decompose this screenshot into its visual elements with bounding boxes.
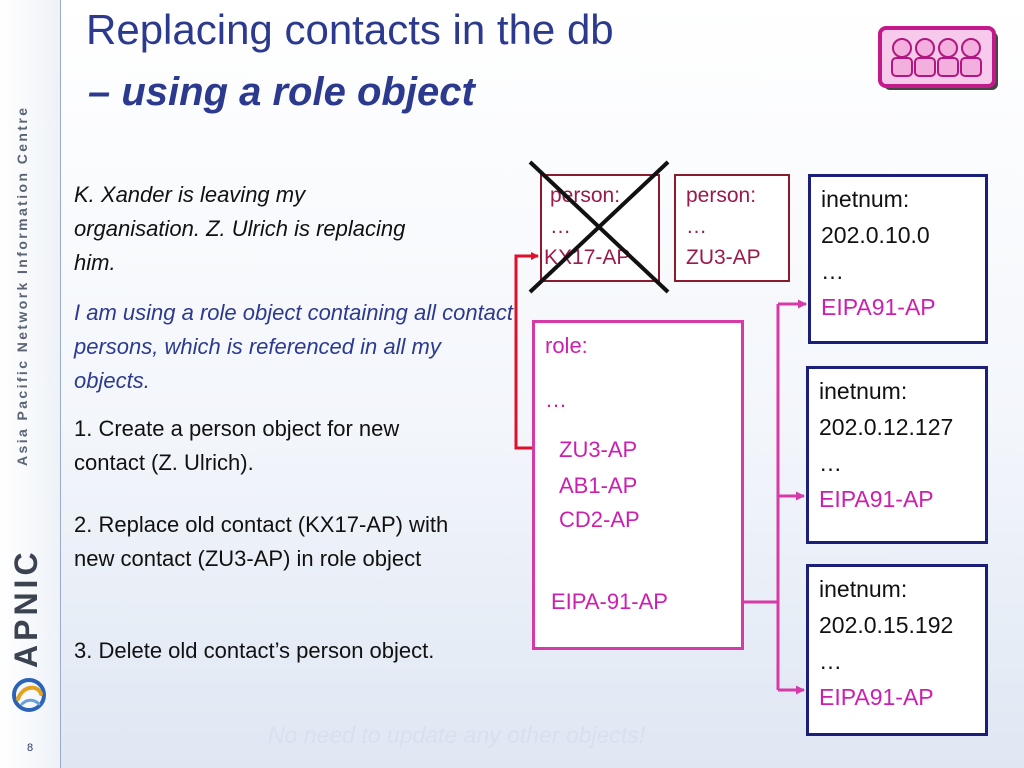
person-new-handle: ZU3-AP — [686, 246, 761, 269]
inetnum-1-ellipsis: … — [821, 258, 844, 284]
apnic-swirl-icon — [12, 678, 46, 712]
person-object-new: person: … ZU3-AP — [674, 174, 790, 282]
inetnum-3-ellipsis: … — [819, 648, 842, 674]
people-group-icon — [878, 26, 998, 90]
person-new-ellipsis: … — [686, 215, 707, 238]
inetnum-2-label: inetnum: — [819, 378, 908, 404]
inetnum-2-ellipsis: … — [819, 450, 842, 476]
step-3: 3. Delete old contact’s person object. — [74, 638, 435, 663]
role-contact-1: ZU3-AP — [559, 437, 638, 462]
sidebar: Asia Pacific Network Information Centre … — [0, 0, 61, 768]
inetnum-object-1: inetnum: 202.0.10.0 … EIPA91-AP — [808, 174, 988, 344]
intro-text: K. Xander is leaving my organisation. Z.… — [74, 182, 406, 275]
person-object-old: person: … KX17-AP — [540, 174, 660, 282]
person-old-ellipsis: … — [550, 215, 571, 238]
step-1: 1. Create a person object for new contac… — [74, 416, 400, 475]
inetnum-object-3: inetnum: 202.0.15.192 … EIPA91-AP — [806, 564, 988, 736]
page-number: 8 — [26, 742, 34, 754]
inetnum-3-address: 202.0.15.192 — [819, 612, 954, 638]
inetnum-object-2: inetnum: 202.0.12.127 … EIPA91-AP — [806, 366, 988, 544]
person-old-handle: KX17-AP — [544, 246, 631, 269]
inetnum-1-label: inetnum: — [821, 186, 910, 212]
role-handle: EIPA-91-AP — [551, 589, 668, 614]
inetnum-2-ref: EIPA91-AP — [819, 486, 934, 512]
role-contact-3: CD2-AP — [559, 507, 640, 532]
role-contact-2: AB1-AP — [559, 473, 638, 498]
inetnum-3-ref: EIPA91-AP — [819, 684, 934, 710]
role-label: role: — [545, 333, 588, 358]
step-2: 2. Replace old contact (KX17-AP) with ne… — [74, 512, 449, 571]
apnic-logo-text: APNIC — [8, 548, 44, 668]
sidebar-org-name: Asia Pacific Network Information Centre — [14, 105, 30, 467]
slide-subtitle: – using a role object — [88, 70, 475, 114]
role-description: I am using a role object containing all … — [74, 300, 514, 393]
inetnum-2-address: 202.0.12.127 — [819, 414, 954, 440]
inetnum-1-ref: EIPA91-AP — [821, 294, 936, 320]
slide-title: Replacing contacts in the db — [86, 6, 614, 53]
role-ellipsis: … — [545, 387, 567, 412]
inetnum-3-label: inetnum: — [819, 576, 908, 602]
role-object: role: … ZU3-AP AB1-AP CD2-AP EIPA-91-AP — [532, 320, 744, 650]
person-new-label: person: — [686, 184, 757, 207]
inetnum-1-address: 202.0.10.0 — [821, 222, 930, 248]
person-old-label: person: — [550, 184, 621, 207]
footer-note: No need to update any other objects! — [268, 722, 646, 748]
